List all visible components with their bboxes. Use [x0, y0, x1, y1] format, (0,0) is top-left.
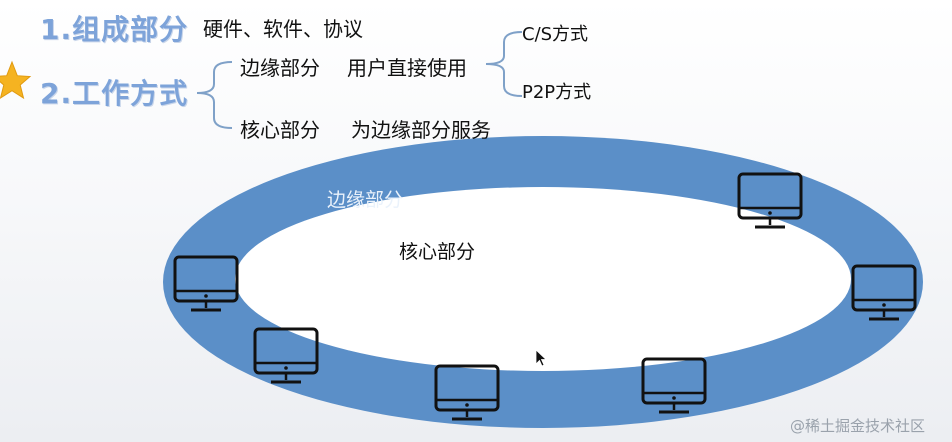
computer-monitor-icon [641, 357, 707, 414]
computer-monitor-icon [253, 327, 319, 384]
edge-part-detail: 用户直接使用 [347, 56, 467, 80]
brace-work-mode [196, 61, 233, 129]
watermark: @稀土掘金技术社区 [790, 417, 926, 435]
computer-monitor-icon [434, 364, 500, 421]
p2p-mode-label: P2P方式 [522, 82, 592, 103]
computer-monitor-icon [173, 255, 239, 312]
computer-monitor-icon [851, 264, 917, 321]
cs-mode-label: C/S方式 [522, 24, 589, 45]
core-part-detail: 为边缘部分服务 [351, 118, 491, 142]
edge-part-label: 边缘部分 [240, 56, 320, 80]
heading-composition: 1.组成部分 [40, 13, 189, 46]
core-part-label: 核心部分 [240, 118, 320, 142]
core-area [235, 187, 851, 371]
composition-detail: 硬件、软件、协议 [203, 17, 363, 41]
ring-edge-label: 边缘部分 [327, 189, 404, 211]
mouse-cursor-icon [535, 349, 548, 367]
computer-monitor-icon [737, 172, 803, 229]
brace-edge-modes [485, 31, 523, 97]
ring-core-label: 核心部分 [399, 241, 476, 263]
star-icon [0, 60, 32, 100]
heading-work-mode: 2.工作方式 [40, 77, 189, 110]
